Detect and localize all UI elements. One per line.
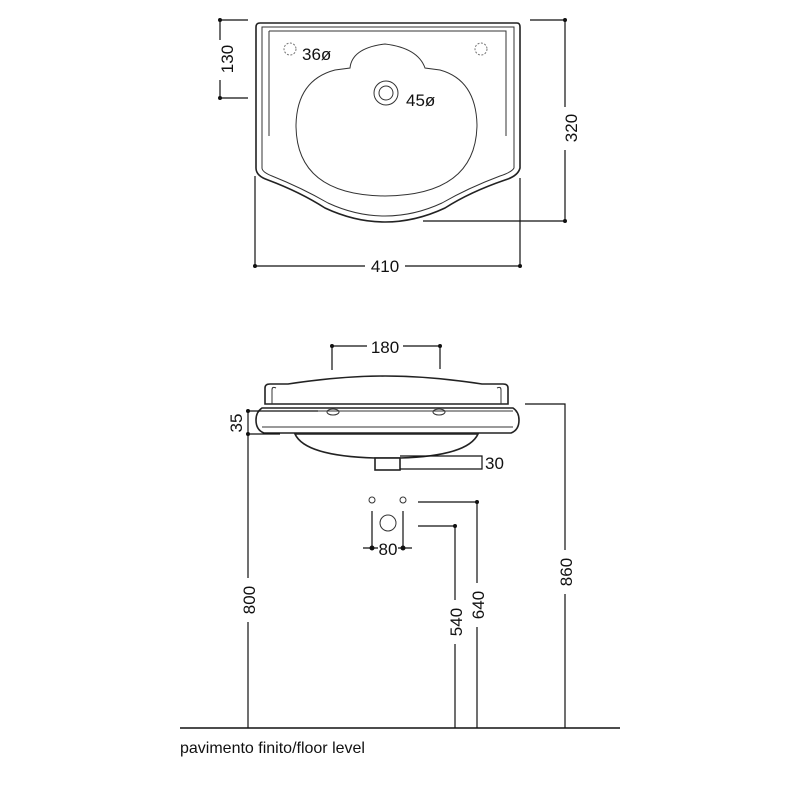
floor-label: pavimento finito/floor level (180, 740, 365, 757)
dim-320-label: 320 (562, 114, 581, 142)
waste-connection (379, 514, 397, 532)
basin-outline (255, 22, 521, 223)
basin-rim (255, 407, 520, 434)
waste-outlet (374, 457, 401, 471)
supply-hole-right (399, 496, 407, 504)
dim-180-label: 180 (371, 338, 399, 357)
basin-top-profile (264, 375, 509, 405)
rim-deck (268, 30, 507, 136)
supply-hole-left (368, 496, 376, 504)
front-view: 180 30 35 800 860 80 640 540 (180, 338, 620, 757)
basin-inner-outline (261, 26, 515, 217)
tap-hole-right (474, 42, 488, 56)
drain-inner (378, 85, 394, 101)
tap-hole-left (283, 42, 297, 56)
top-view: 36ø 45ø 130 320 410 (218, 18, 581, 276)
drain-diameter-label: 45ø (406, 91, 435, 110)
dim-860-label: 860 (557, 558, 576, 586)
dim-130-label: 130 (218, 45, 237, 73)
bowl-outline (295, 43, 478, 197)
dim-30-label: 30 (485, 454, 504, 473)
dim-800-label: 800 (240, 586, 259, 614)
drain-outer (373, 80, 399, 106)
dim-410-label: 410 (371, 257, 399, 276)
dim-80-label: 80 (379, 540, 398, 559)
dim-35-label: 35 (227, 414, 246, 433)
bowl-underside (293, 433, 480, 459)
dim-540-label: 540 (447, 608, 466, 636)
tap-hole-diameter-label: 36ø (302, 45, 331, 64)
dim-640-label: 640 (469, 591, 488, 619)
